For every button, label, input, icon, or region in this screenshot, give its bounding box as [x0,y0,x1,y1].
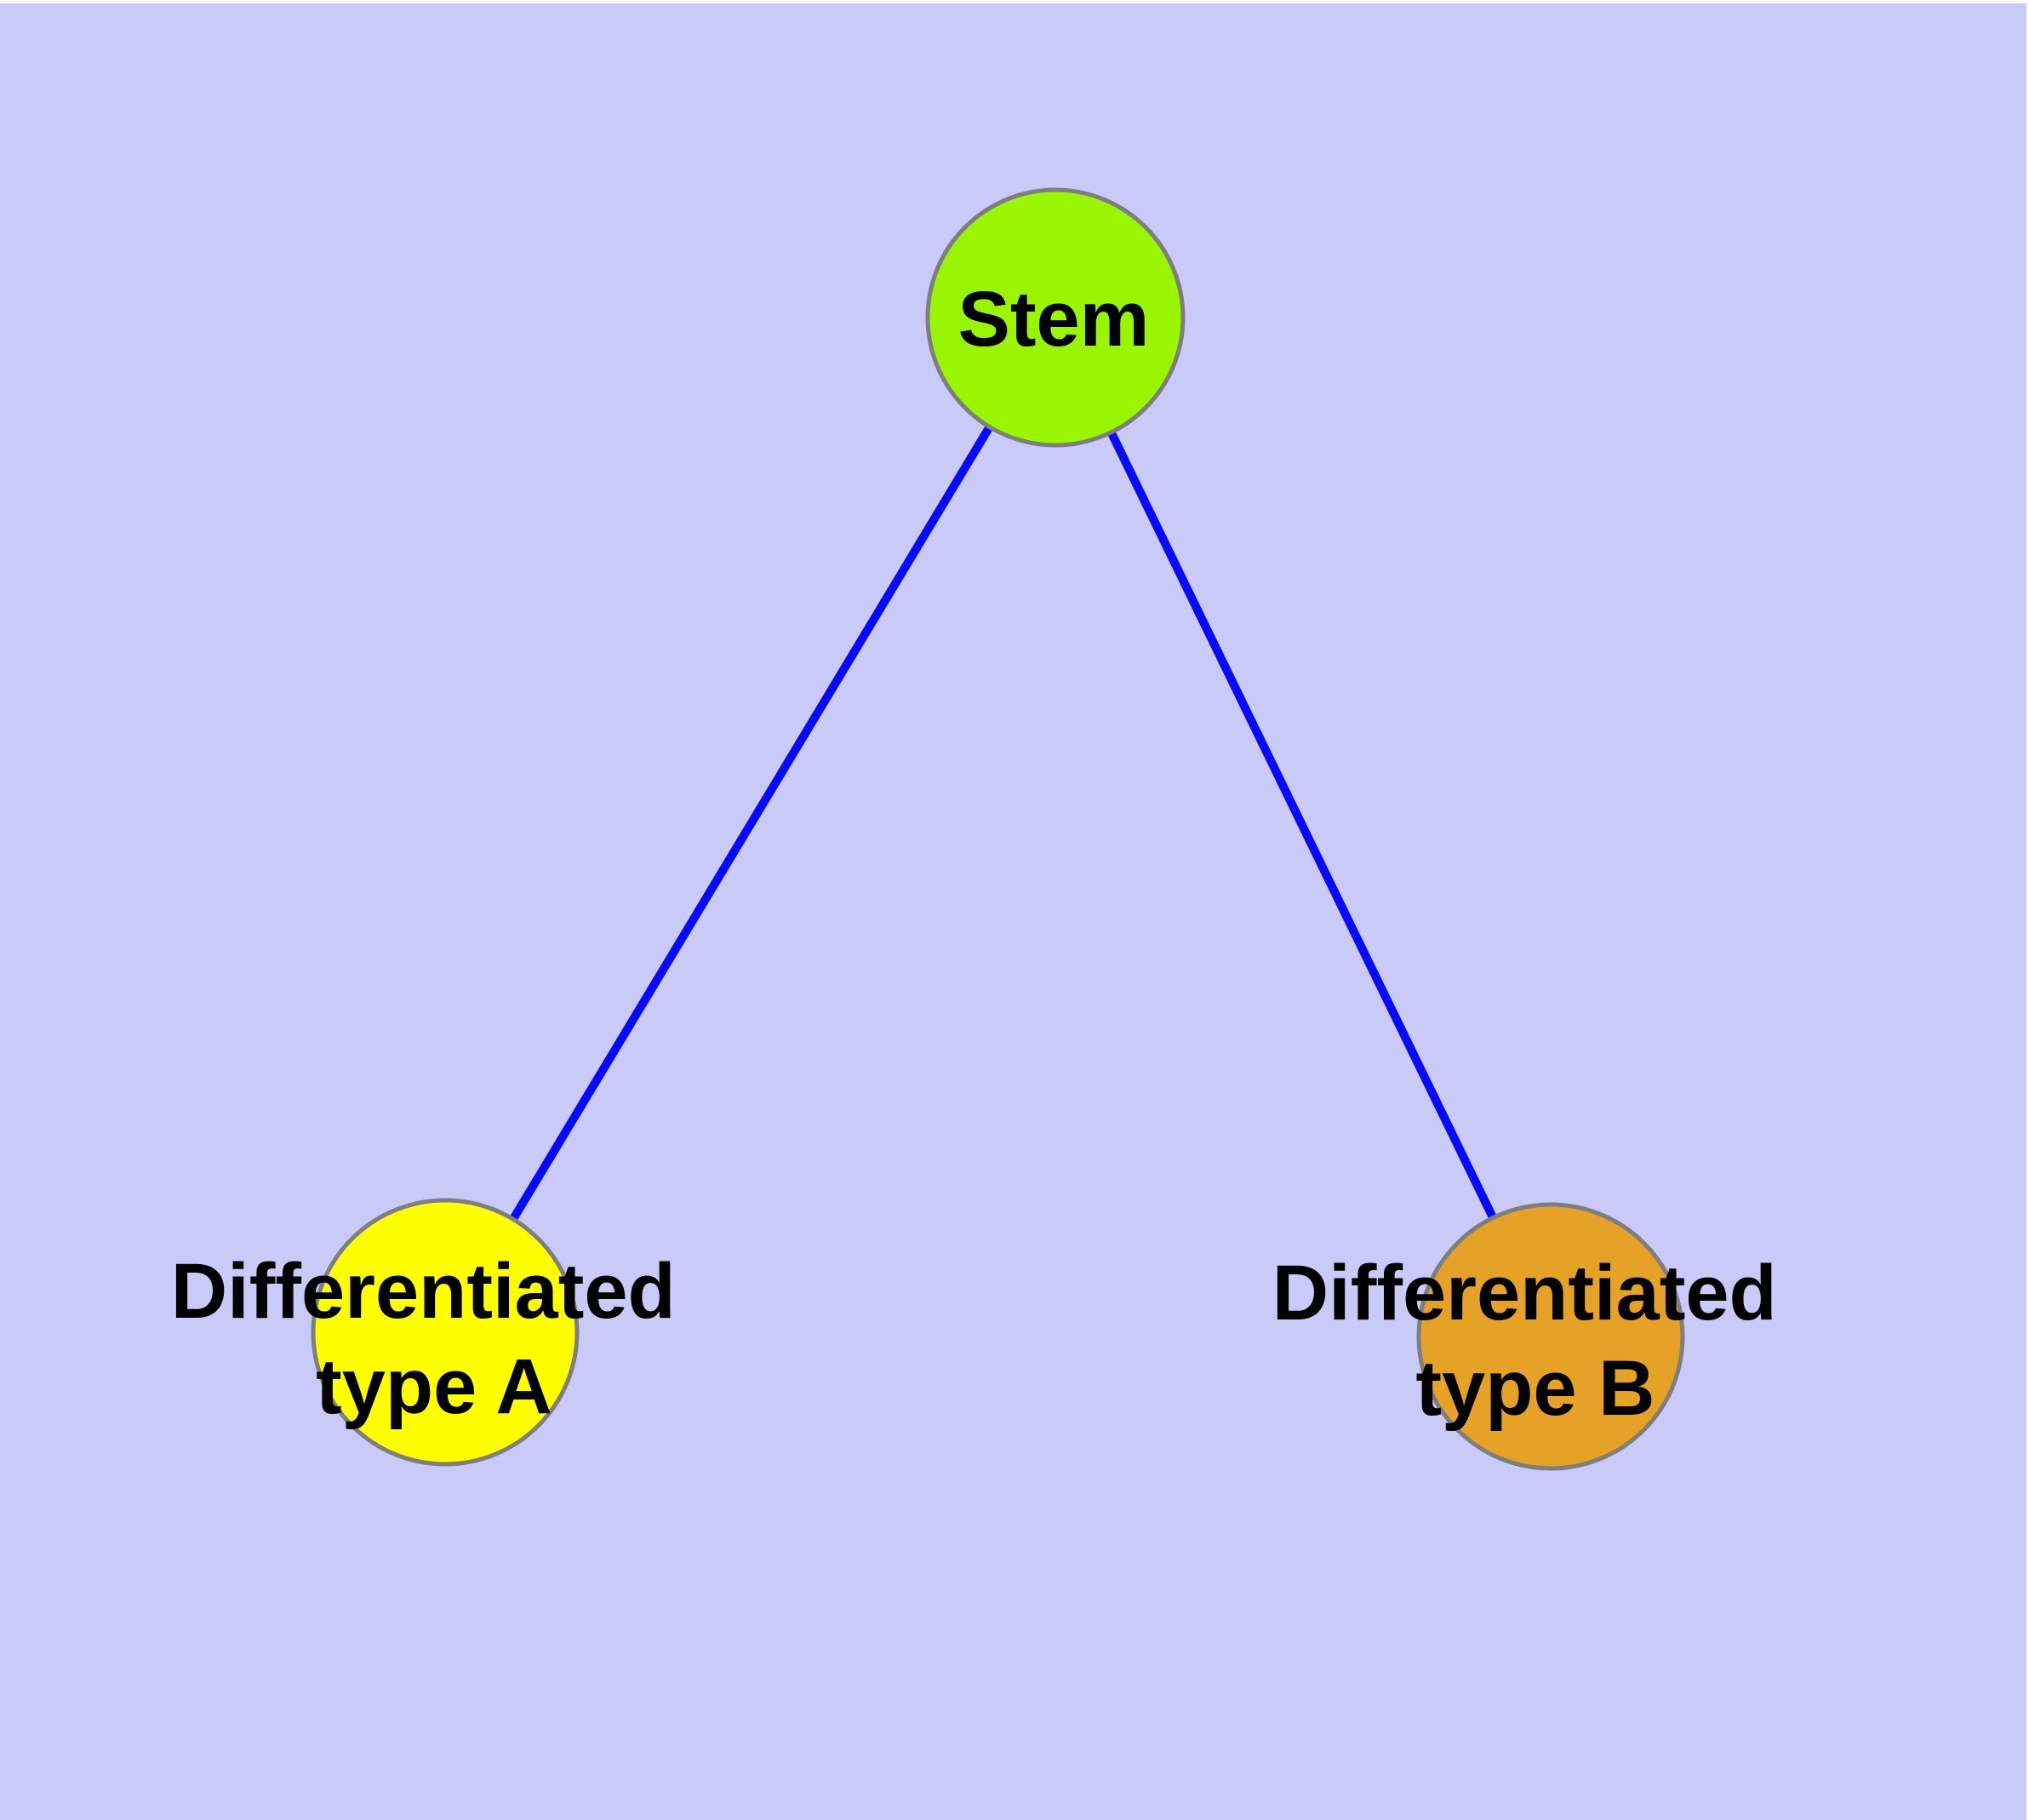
edge-stem-to-differentiated-a [441,315,1060,1335]
node-differentiated-type-a [311,1198,580,1467]
node-stem-label: Stem [958,276,1150,363]
label-line: type B [1415,1345,1655,1432]
edge-stem-to-differentiated-b [1051,315,1555,1339]
label-line: Differentiated [1272,1250,1777,1336]
node-differentiated-type-b-label: Differentiated type B [1272,1250,1799,1432]
label-line: Differentiated [171,1248,676,1335]
node-differentiated-type-a-label: Differentiated type A [171,1248,698,1430]
label-line: type A [316,1343,552,1430]
node-stem [925,187,1186,448]
node-differentiated-type-b [1416,1202,1685,1471]
